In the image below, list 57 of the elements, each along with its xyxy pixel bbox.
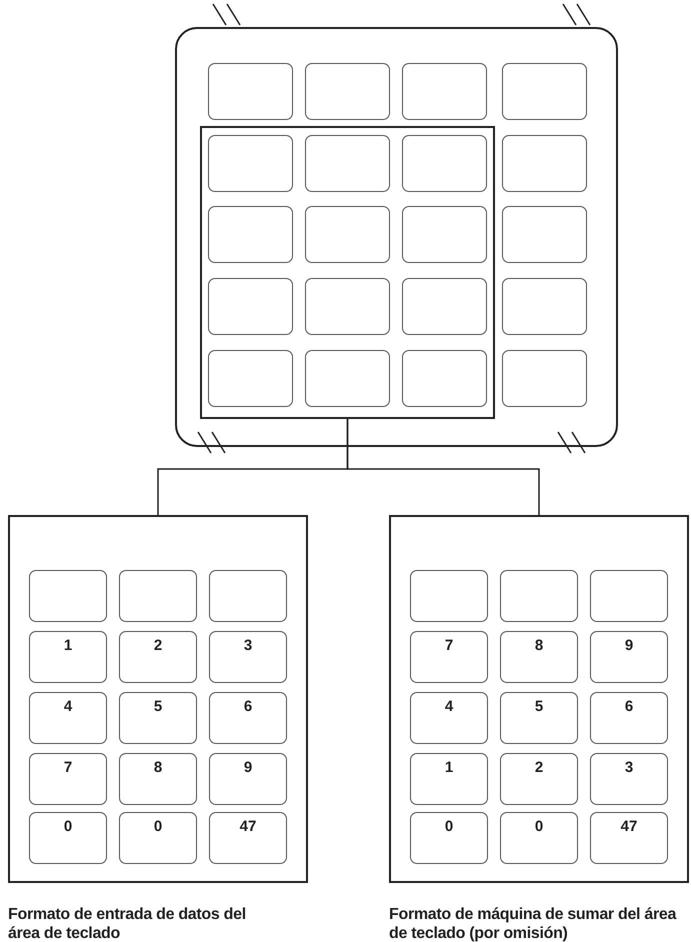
key	[402, 278, 487, 335]
keyboard-frame	[175, 27, 618, 447]
key: 9	[590, 631, 668, 683]
key: 2	[500, 753, 578, 805]
key: 0	[410, 812, 488, 864]
key	[208, 63, 293, 120]
key: 7	[410, 631, 488, 683]
key: 7	[29, 753, 107, 805]
key	[305, 206, 390, 263]
key: 47	[209, 812, 287, 864]
key: 6	[590, 692, 668, 744]
key: 3	[209, 631, 287, 683]
key	[402, 206, 487, 263]
key	[402, 135, 487, 192]
key	[502, 350, 587, 407]
keypad-panel	[8, 515, 308, 883]
key	[305, 278, 390, 335]
key	[502, 135, 587, 192]
key	[590, 570, 668, 622]
key	[502, 63, 587, 120]
key	[402, 63, 487, 120]
key: 3	[590, 753, 668, 805]
key	[208, 350, 293, 407]
key	[502, 278, 587, 335]
key	[208, 135, 293, 192]
node-label: Formato de entrada de datos del área de teclado	[8, 905, 247, 942]
key: 8	[119, 753, 197, 805]
keypad-panel	[389, 515, 689, 883]
key	[305, 63, 390, 120]
key: 1	[410, 753, 488, 805]
key	[305, 350, 390, 407]
key: 6	[209, 692, 287, 744]
key: 0	[29, 812, 107, 864]
key	[208, 206, 293, 263]
key: 4	[29, 692, 107, 744]
key	[305, 135, 390, 192]
key: 9	[209, 753, 287, 805]
key: 8	[500, 631, 578, 683]
key	[402, 350, 487, 407]
key: 0	[119, 812, 197, 864]
connector-line	[346, 419, 540, 515]
key	[500, 570, 578, 622]
key: 4	[410, 692, 488, 744]
selection-frame	[200, 126, 495, 419]
key: 0	[500, 812, 578, 864]
key	[119, 570, 197, 622]
key	[502, 206, 587, 263]
node-label: Formato de máquina de sumar del área de teclado (por omisión)	[389, 905, 678, 942]
key: 5	[119, 692, 197, 744]
key: 47	[590, 812, 668, 864]
key	[29, 570, 107, 622]
key	[208, 278, 293, 335]
key: 1	[29, 631, 107, 683]
key	[209, 570, 287, 622]
key: 2	[119, 631, 197, 683]
key	[410, 570, 488, 622]
key: 5	[500, 692, 578, 744]
